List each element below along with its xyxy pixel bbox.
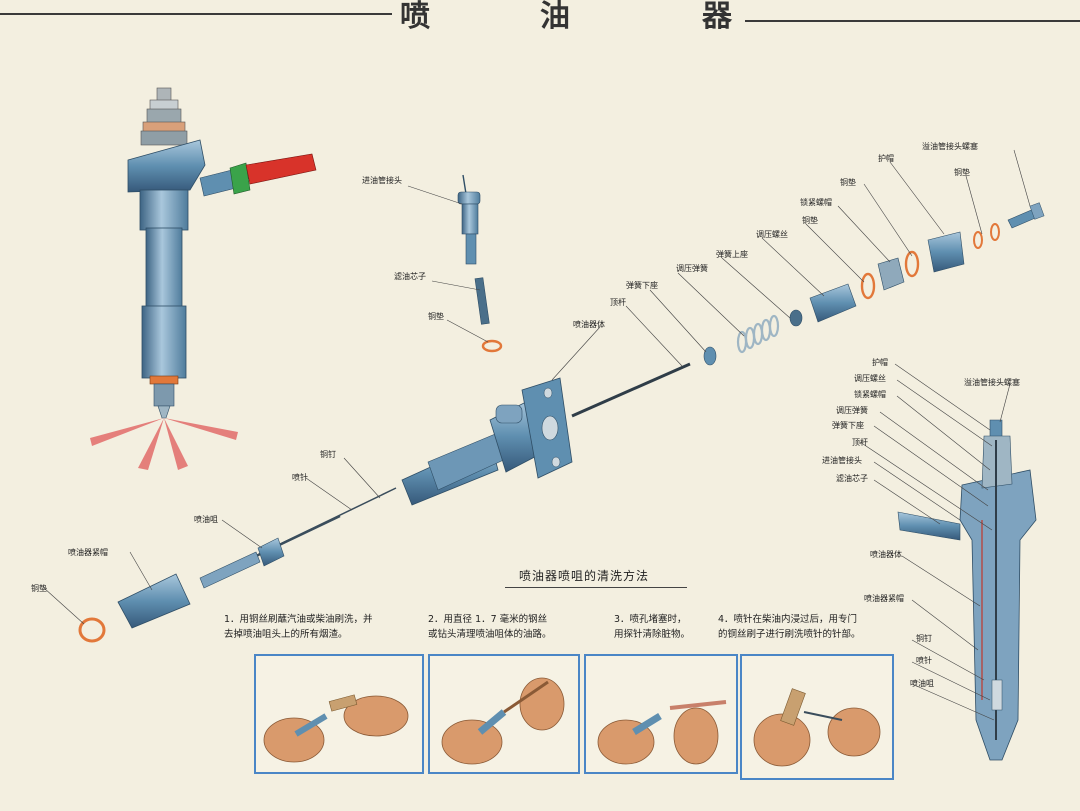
cleaning-step-4-line-1: 4．喷针在柴油内浸过后，用专门	[718, 614, 858, 625]
cleaning-step-2-line-1: 2．用直径 1．7 毫米的钢丝	[428, 614, 548, 625]
section-label-injector-body: 喷油器体	[870, 550, 902, 559]
hands-needle-brush-illustration	[753, 688, 881, 767]
cleaning-step-3: 3．喷孔堵塞时， 用探针清除脏物。	[614, 612, 690, 642]
hands-probe-illustration	[597, 700, 727, 765]
title-rule-right	[745, 20, 1080, 22]
section-label-pressure-spring: 调压弹簧	[836, 406, 868, 415]
cleaning-photo-1	[254, 654, 424, 774]
label-nozzle-cap-nut: 喷油器紧帽	[68, 548, 108, 557]
cleaning-step-1-line-1: 1．用铜丝刷蘸汽油或柴油刷洗，并	[224, 614, 373, 625]
section-label-inlet-connector: 进油管接头	[822, 456, 862, 465]
title-char-3: 器	[702, 0, 732, 34]
title-rule-left	[0, 13, 392, 15]
fuel-spray	[90, 418, 238, 470]
cleaning-step-2: 2．用直径 1．7 毫米的钢丝 或钻头清理喷油咀体的油路。	[428, 612, 552, 642]
assembled-injector	[90, 87, 317, 470]
label-overflow-plug: 溢油管接头螺塞	[922, 142, 978, 151]
label-copper-washer-e: 铜垫	[31, 584, 47, 593]
label-lock-nut: 锁紧螺帽	[800, 198, 832, 207]
section-label-overflow-plug: 溢油管接头螺塞	[964, 378, 1020, 387]
section-label-push-rod: 顶杆	[852, 438, 868, 447]
label-spring-lower-seat: 弹簧下座	[626, 281, 658, 290]
label-adjusting-screw: 调压螺丝	[756, 230, 788, 239]
section-label-filter-core: 滤油芯子	[836, 474, 868, 483]
label-pressure-spring: 调压弹簧	[676, 264, 708, 273]
label-push-rod: 顶杆	[610, 298, 626, 307]
label-cap: 护帽	[878, 154, 894, 163]
label-inlet-connector: 进油管接头	[362, 176, 402, 185]
label-copper-pin: 铜钉	[320, 450, 336, 459]
section-label-cap: 护帽	[872, 358, 888, 367]
section-label-spring-lower-seat: 弹簧下座	[832, 421, 864, 430]
label-copper-washer-d: 铜垫	[954, 168, 970, 177]
section-label-nozzle: 喷油咀	[910, 679, 934, 688]
title-char-1: 喷	[400, 0, 430, 34]
label-injector-body: 喷油器体	[573, 320, 605, 329]
leader-lines	[43, 149, 1031, 625]
section-label-adjusting-screw: 调压螺丝	[854, 374, 886, 383]
cleaning-title-rule	[505, 587, 687, 588]
cleaning-step-4-line-2: 的铜丝刷子进行刷洗喷针的针部。	[718, 629, 861, 640]
title-char-2: 油	[540, 0, 570, 34]
pressure-spring	[736, 314, 780, 354]
cross-section	[897, 419, 1037, 761]
label-spring-upper-seat: 弹簧上座	[716, 250, 748, 259]
cleaning-step-1-line-2: 去掉喷油咀头上的所有烟渣。	[224, 629, 348, 640]
section-leader-lines	[859, 363, 1011, 721]
cleaning-step-3-line-2: 用探针清除脏物。	[614, 629, 691, 640]
hands-brushing-illustration	[263, 694, 409, 763]
cleaning-step-2-line-2: 或钻头清理喷油咀体的油路。	[428, 629, 552, 640]
cleaning-title: 喷油器喷咀的清洗方法	[519, 569, 650, 583]
section-label-lock-nut: 锁紧螺帽	[854, 390, 886, 399]
section-label-copper-pin: 铜钉	[916, 634, 932, 643]
section-label-needle: 喷针	[916, 656, 932, 665]
label-filter-core: 滤油芯子	[394, 272, 426, 281]
cleaning-step-1: 1．用铜丝刷蘸汽油或柴油刷洗，并 去掉喷油咀头上的所有烟渣。	[224, 612, 373, 642]
exploded-parts	[78, 174, 1045, 643]
cleaning-photo-2	[428, 654, 580, 774]
hands-wire-illustration	[441, 677, 565, 765]
cleaning-photo-4	[740, 654, 894, 780]
label-copper-washer-b: 铜垫	[802, 216, 818, 225]
label-copper-washer-c: 铜垫	[840, 178, 856, 187]
cleaning-step-3-line-1: 3．喷孔堵塞时，	[614, 614, 687, 625]
label-needle: 喷针	[292, 473, 308, 482]
cleaning-step-4: 4．喷针在柴油内浸过后，用专门 的铜丝刷子进行刷洗喷针的针部。	[718, 612, 861, 642]
label-copper-washer-a: 铜垫	[428, 312, 444, 321]
label-nozzle: 喷油咀	[194, 515, 218, 524]
section-label-nozzle-cap-nut: 喷油器紧帽	[864, 594, 904, 603]
cleaning-photo-3	[584, 654, 738, 774]
